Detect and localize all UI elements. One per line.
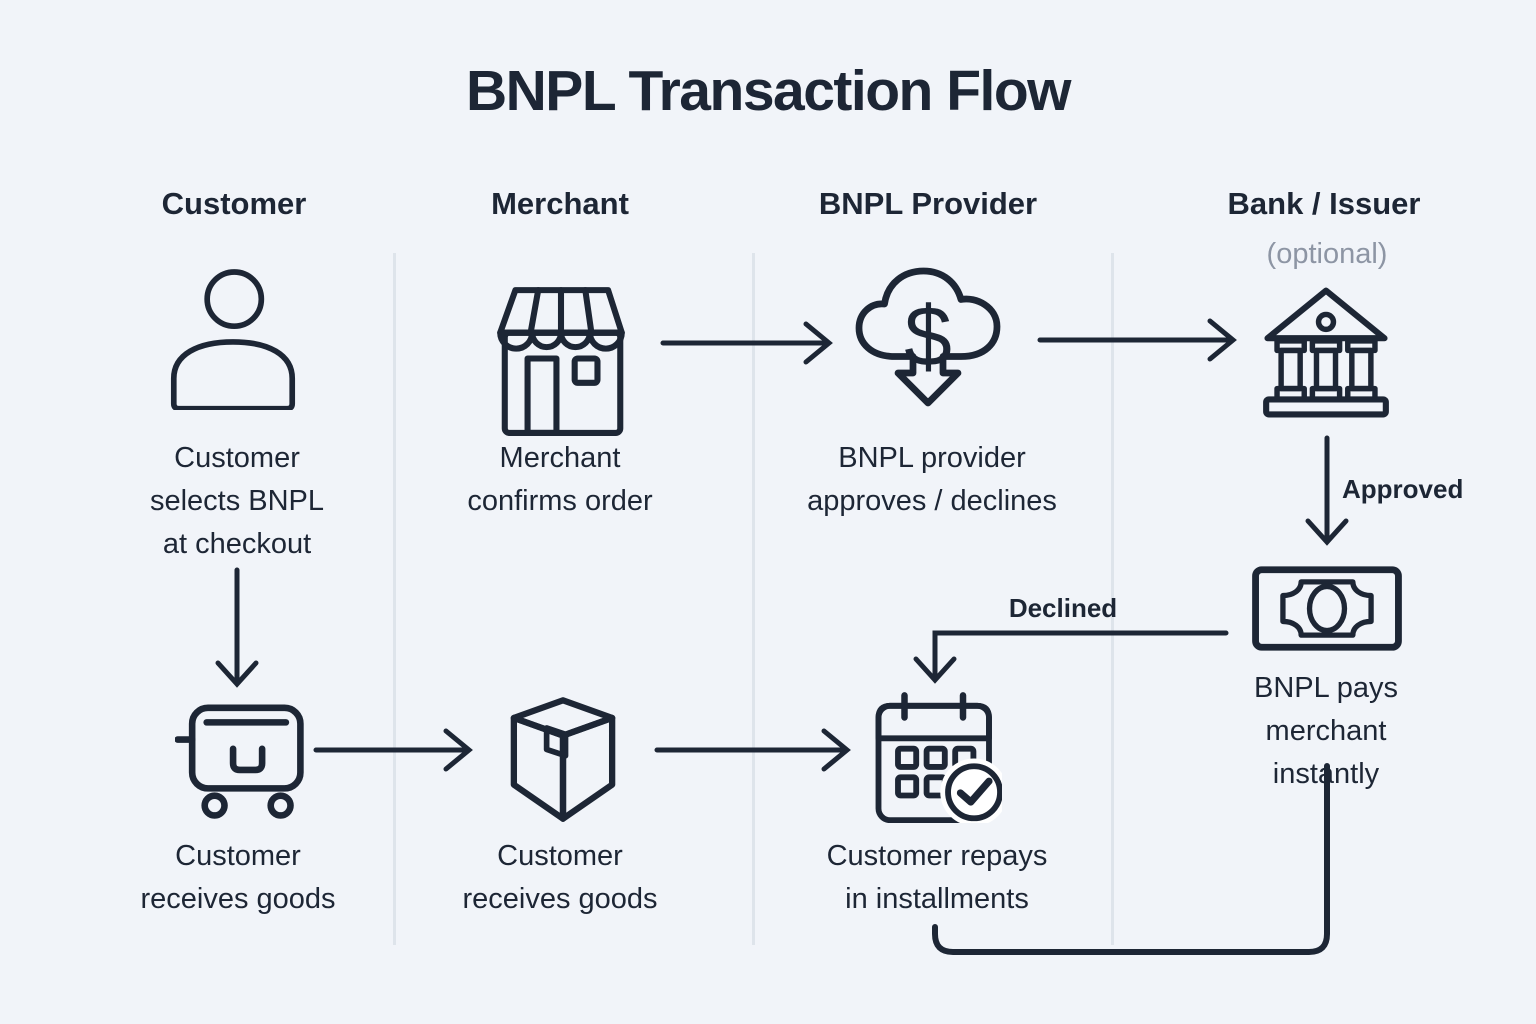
arrow-bnpl-to-bank (1037, 318, 1237, 362)
column-header-customer: Customer (161, 186, 307, 221)
caption-customer-selects: Customer selects BNPL at checkout (149, 442, 325, 560)
caption-merchant-confirms: Merchant confirms order (467, 442, 653, 517)
column-header-bank-issuer: Bank / Issuer (1227, 186, 1421, 221)
edge-label-approved: Approved (1342, 474, 1464, 504)
column-header-merchant: Merchant (491, 186, 629, 221)
column-divider (393, 253, 396, 945)
arrow-declined (913, 630, 1229, 684)
person-icon (170, 269, 296, 410)
caption-bnpl-pays: BNPL pays merchant instantly (1254, 672, 1398, 790)
storefront-icon (497, 287, 625, 436)
column-subheader-optional: (optional) (1266, 238, 1388, 270)
banknote-icon (1252, 566, 1402, 651)
caption-bnpl-decision: BNPL provider approves / declines (807, 442, 1057, 517)
arrow-bank-approved (1305, 435, 1349, 546)
package-icon (510, 697, 616, 822)
column-divider (752, 253, 755, 945)
arrow-merchant-to-bnpl (660, 321, 833, 365)
arrow-customer-down (215, 567, 259, 688)
dollar-glyph: $ (904, 290, 952, 385)
caption-customer-repays: Customer repays in installments (826, 840, 1048, 915)
bank-icon (1263, 287, 1389, 418)
caption-customer-receives: Customer receives goods (140, 840, 336, 915)
cloud-dollar-icon: $ (855, 267, 1001, 407)
edge-label-declined: Declined (1008, 593, 1118, 623)
cart-icon (175, 704, 304, 819)
page-title: BNPL Transaction Flow (465, 59, 1072, 123)
column-divider (1111, 253, 1114, 945)
caption-merchant-ships: Customer receives goods (462, 840, 658, 915)
column-header-bnpl-provider: BNPL Provider (818, 186, 1038, 221)
calendar-check-icon (875, 692, 1002, 823)
